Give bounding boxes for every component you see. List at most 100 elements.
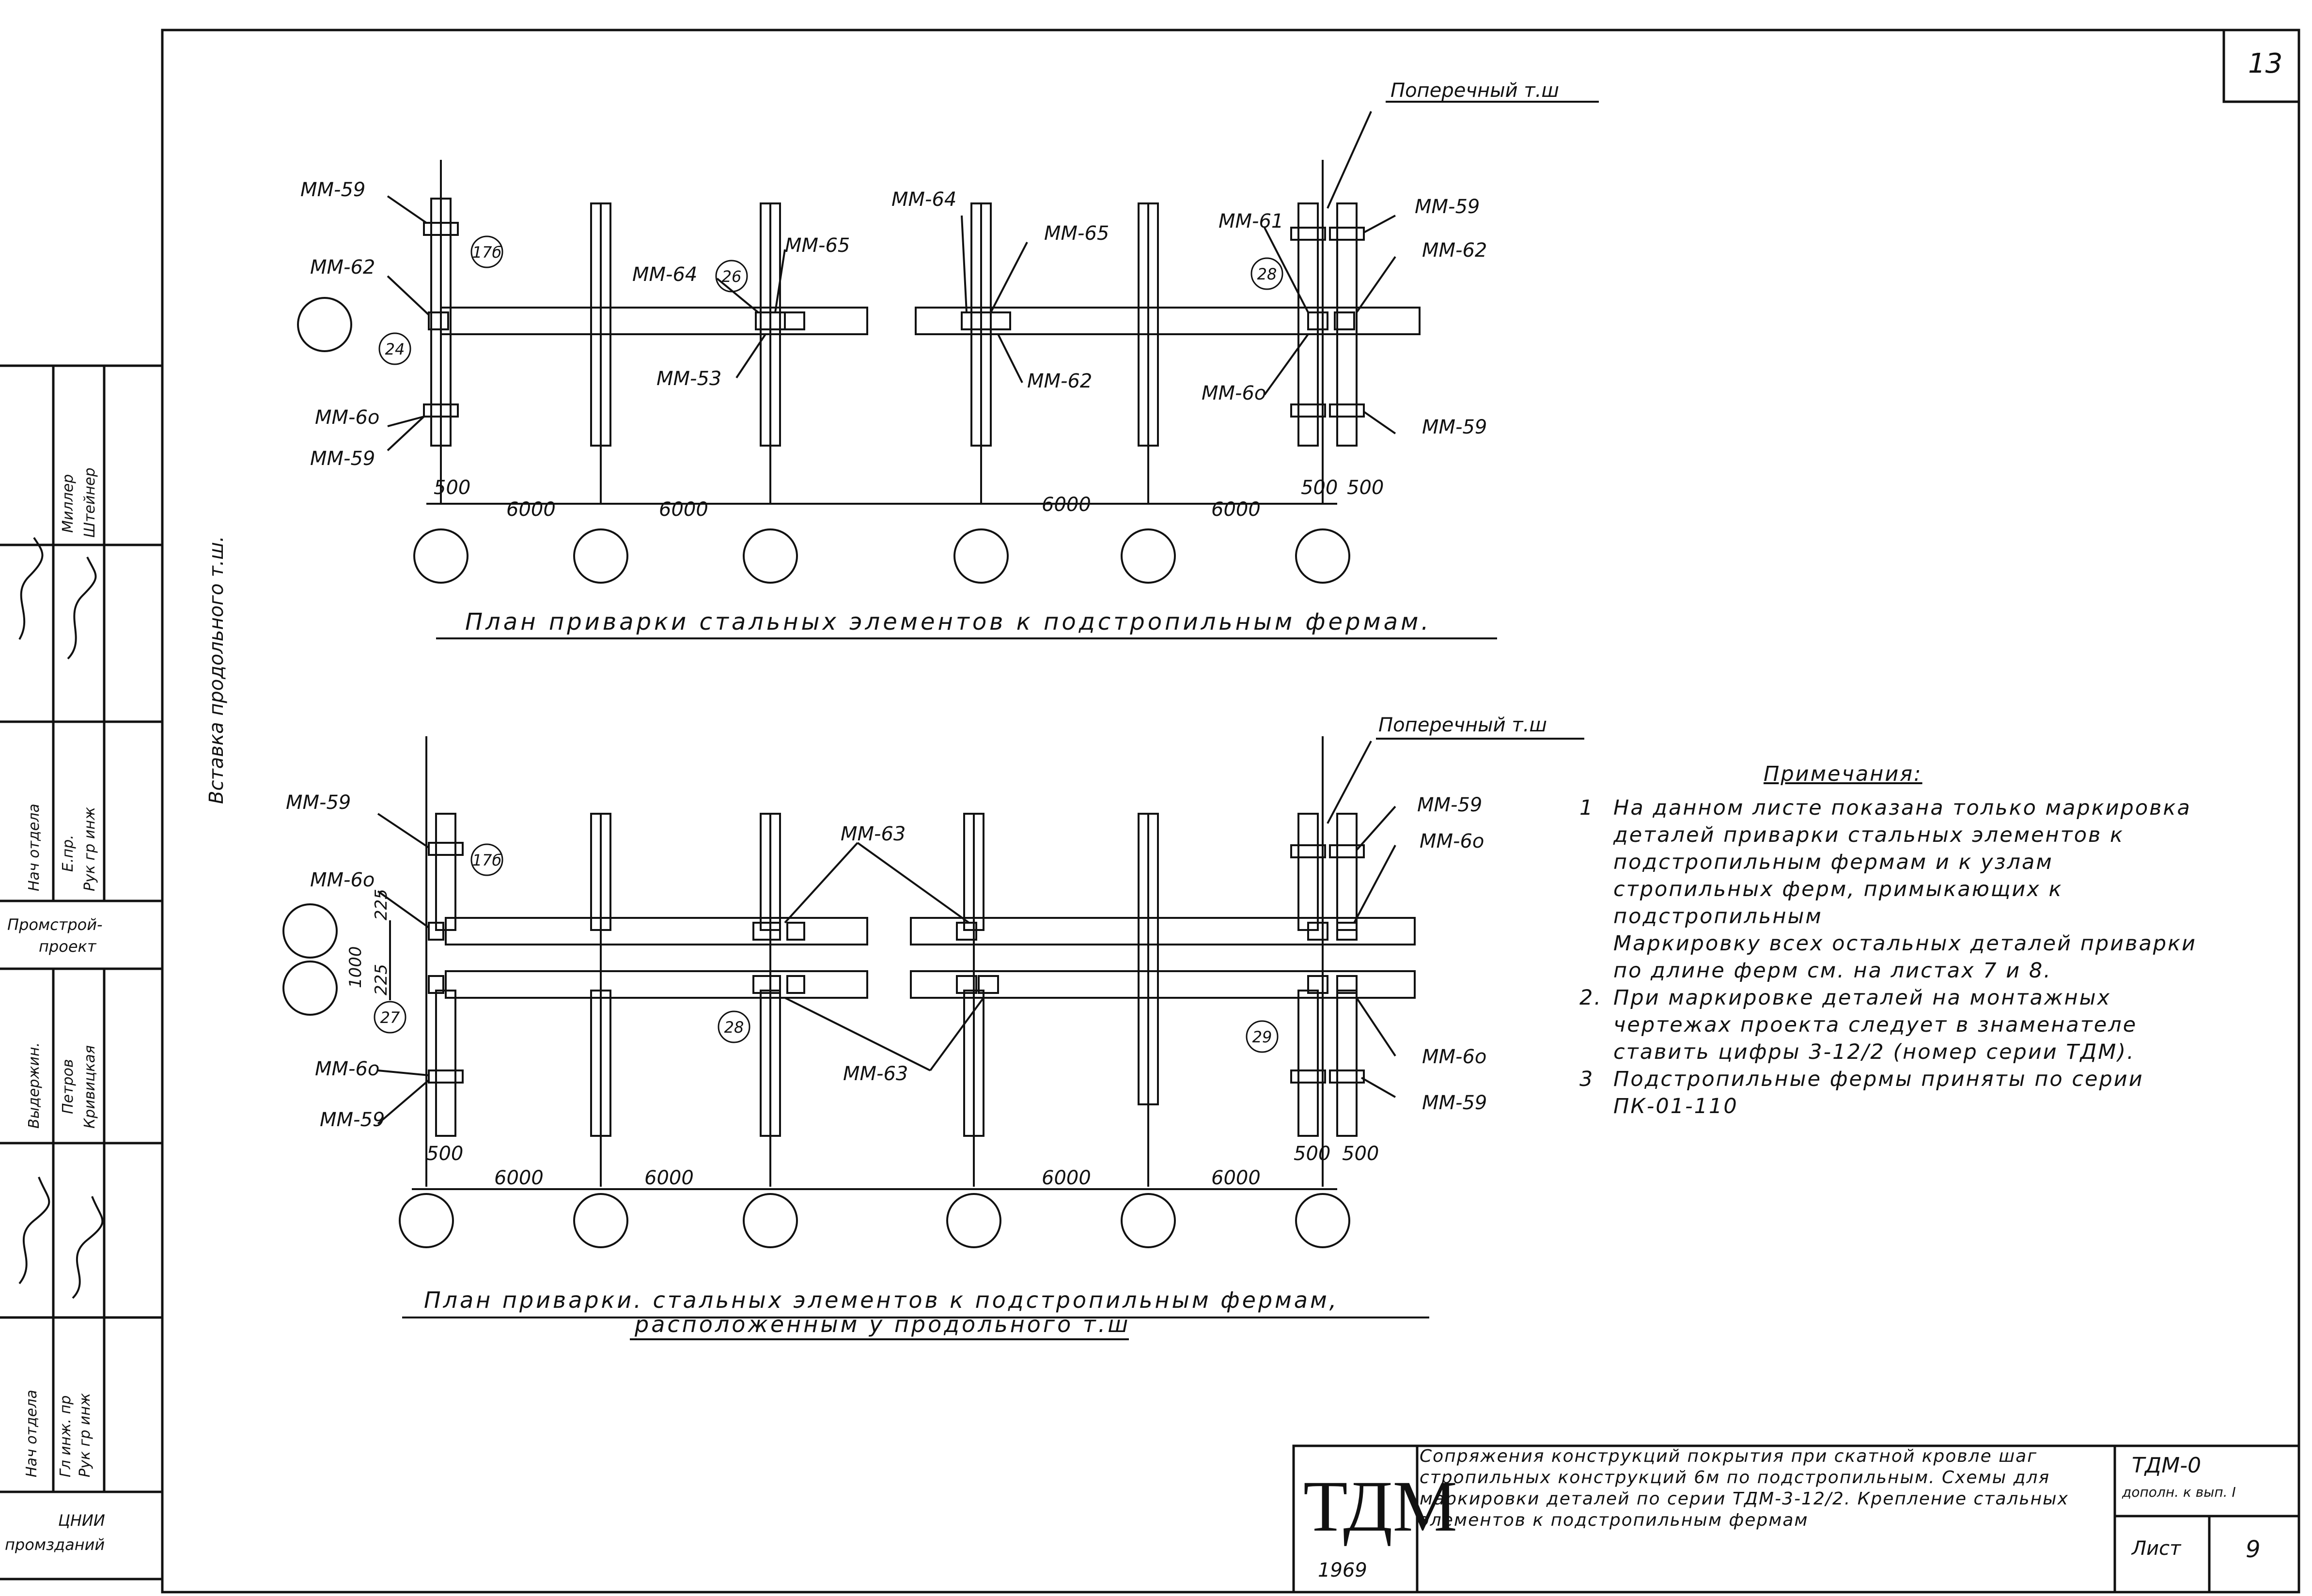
organization-name: Промстрой- (7, 915, 103, 934)
dimension: 500 (1342, 1143, 1379, 1165)
mark-mm61: ММ-61 (1218, 210, 1283, 232)
plan1-bubbles (378, 235, 1283, 365)
dimension: 6000 (1211, 1167, 1261, 1189)
detail-bubble: 28 (724, 1018, 744, 1037)
title-block (1292, 1444, 2300, 1594)
plan1-geometry (297, 101, 1599, 639)
detail-bubble: 24 (385, 340, 405, 358)
mark-mm63: ММ-63 (841, 823, 906, 845)
organization-name: ЦНИИ (58, 1511, 105, 1530)
mark-mm60: ММ-6о (315, 1058, 379, 1080)
note-number: 2. (1579, 986, 1603, 1010)
detail-bubble: 28 (1257, 265, 1277, 283)
note-number: 1 (1579, 796, 1594, 820)
stamp-cell: Е.пр. (60, 835, 77, 872)
note-text: Подстропильные фермы приняты по серии ПК… (1613, 1067, 2144, 1118)
dimension: 500 (1294, 1143, 1330, 1165)
plan2-caption-line1: План приварки. стальных элементов к подс… (424, 1287, 1339, 1313)
mark-mm63: ММ-63 (843, 1063, 908, 1085)
sidebar-signatures (18, 537, 104, 1299)
note-item: Маркировку всех остальных деталей привар… (1579, 930, 2209, 984)
stamp-cell: Штейнер (81, 467, 98, 538)
dimension: 6000 (659, 498, 708, 521)
side-label: Вставка продольного т.ш. (205, 536, 228, 804)
note-item: 1 На данном листе показана только маркир… (1579, 794, 2209, 930)
sidebar-org: Промстрой- проект ЦНИИ промзданий (5, 915, 105, 1554)
note-item: 3 Подстропильные фермы приняты по серии … (1579, 1066, 2209, 1120)
mark-mm64: ММ-64 (632, 263, 697, 286)
plan1-bubble-labels: 17б 26 24 28 (385, 243, 1277, 358)
mark-mm59: ММ-59 (300, 179, 365, 201)
mark-mm60: ММ-6о (1422, 1046, 1486, 1068)
mark-mm60: ММ-6о (310, 869, 375, 891)
notes-title: Примечания: (1764, 762, 1922, 786)
mark-mm62: ММ-62 (1422, 239, 1487, 262)
note-text: Маркировку всех остальных деталей привар… (1613, 931, 2197, 983)
dimension: 6000 (1211, 498, 1261, 521)
notes: Примечания: 1 На данном листе показана т… (1579, 760, 2209, 1120)
dimension: 6000 (1042, 494, 1091, 516)
mark-mm59: ММ-59 (286, 791, 351, 814)
title-description: Сопряжения конструкций покрытия при скат… (1420, 1446, 2069, 1530)
series-code: ТДМ-0 (2132, 1453, 2201, 1478)
mark-mm59: ММ-59 (1415, 196, 1480, 218)
mark-mm60: ММ-6о (1420, 830, 1484, 852)
mark-mm64: ММ-64 (891, 188, 956, 211)
plan1-caption: План приварки стальных элементов к подст… (465, 608, 1432, 635)
dimension: 6000 (506, 498, 556, 521)
detail-bubble: 26 (722, 267, 742, 286)
mark-mm62: ММ-62 (1027, 370, 1092, 392)
detail-bubble: 17б (472, 851, 501, 869)
sidebar-stamp (0, 364, 162, 1581)
series-supplement: дополн. к вып. I (2122, 1484, 2236, 1500)
mark-mm53: ММ-53 (656, 368, 721, 390)
dimension: 500 (434, 477, 470, 499)
sheet-value: 9 (2246, 1536, 2261, 1563)
dimension: 6000 (1042, 1167, 1091, 1189)
detail-bubble: 27 (380, 1008, 400, 1027)
note-number: 3 (1579, 1067, 1594, 1091)
sheet-number: 13 (2248, 48, 2282, 79)
mark-mm59: ММ-59 (320, 1109, 385, 1131)
detail-bubble: 17б (472, 243, 501, 262)
stamp-cell: Кривицкая (81, 1045, 98, 1129)
organization-name: промзданий (5, 1535, 105, 1554)
plan2-axis-dims: 500 6000 6000 6000 6000 500 500 (426, 1143, 1379, 1189)
organization-name: проект (39, 937, 97, 956)
mark-mm65: ММ-65 (1044, 222, 1109, 245)
mark-mm60: ММ-6о (1202, 382, 1266, 404)
mark-mm59: ММ-59 (1422, 416, 1487, 438)
dimension: 6000 (644, 1167, 694, 1189)
transverse-joint-label: Поперечный т.ш (1390, 79, 1559, 102)
dimension: 500 (1347, 477, 1384, 499)
plan2-bubble-labels: 17б 27 28 29 (380, 851, 1272, 1046)
sidebar-labels: Нач отдела Гл инж. пр Рук гр инж Выдержи… (23, 467, 98, 1477)
plan2-caption-line2: расположенным у продольного т.ш (634, 1311, 1130, 1337)
sheet-label: Лист (2131, 1537, 2182, 1560)
stamp-cell: Петров (60, 1059, 77, 1114)
plan-2: ММ-59 ММ-6о ММ-6о ММ-59 ММ-63 ММ-63 ММ-5… (282, 714, 1584, 1340)
plan2-marks: ММ-59 ММ-6о ММ-6о ММ-59 ММ-63 ММ-63 ММ-5… (286, 714, 1547, 1131)
detail-bubble: 29 (1252, 1028, 1272, 1046)
tdm-logo: ТДМ (1303, 1466, 1457, 1547)
stamp-cell: Гл инж. пр (57, 1395, 74, 1477)
transverse-joint-label: Поперечный т.ш (1378, 714, 1547, 736)
dimension: 225 (372, 964, 391, 995)
stamp-cell: Нач отдела (26, 804, 43, 891)
plan2-geometry (282, 736, 1584, 1340)
stamp-cell: Рук гр инж (81, 807, 98, 891)
dimension: 1000 (346, 946, 365, 988)
plan1-marks: ММ-59 ММ-62 ММ-6о ММ-59 ММ-64 ММ-65 ММ-5… (300, 79, 1559, 470)
mark-mm59: ММ-59 (310, 448, 375, 470)
dimension: 500 (1301, 477, 1338, 499)
title-year: 1969 (1318, 1559, 1367, 1581)
note-text: На данном листе показана только маркиров… (1613, 796, 2191, 929)
sheet-frame (161, 29, 2300, 1594)
mark-mm59: ММ-59 (1417, 794, 1482, 816)
mark-mm62: ММ-62 (310, 256, 375, 279)
note-text: При маркировке деталей на монтажных черт… (1613, 986, 2138, 1064)
plan2-bubbles (374, 843, 1279, 1053)
stamp-cell: Выдержин. (26, 1042, 43, 1129)
stamp-cell: Рук гр инж (77, 1393, 94, 1477)
mark-mm65: ММ-65 (785, 234, 850, 257)
